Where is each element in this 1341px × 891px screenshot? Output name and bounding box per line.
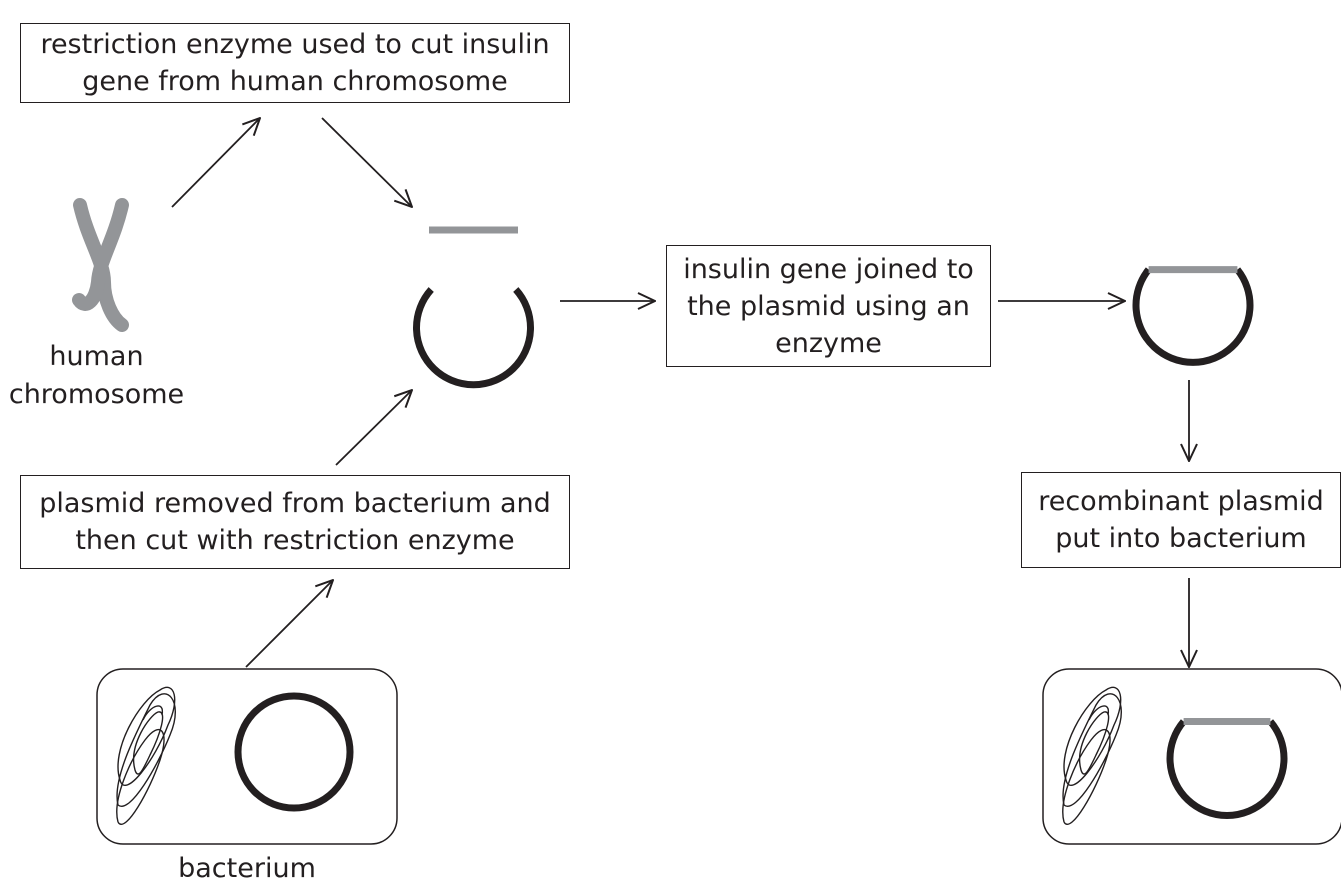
human-chromosome-label: human chromosome (0, 338, 193, 414)
recombinant-bacterial-chromosome-icon (1062, 686, 1122, 825)
bacterium-cell (96, 668, 398, 845)
insulin-joined-line-2: the plasmid using an (687, 290, 970, 322)
restriction-enzyme-box: restriction enzyme used to cut insulin g… (20, 23, 570, 103)
human-chromosome-icon (72, 198, 129, 332)
restriction-enzyme-line-2: gene from human chromosome (82, 66, 508, 97)
human-chromosome-label-line-1: human (49, 341, 144, 372)
bacterial-chromosome-icon (116, 686, 176, 825)
plasmid-removed-box: plasmid removed from bacterium and then … (20, 475, 570, 569)
insulin-joined-line-1: insulin gene joined to (683, 253, 974, 285)
insulin-joined-box: insulin gene joined to the plasmid using… (666, 245, 991, 367)
recombinant-line-2: put into bacterium (1055, 523, 1307, 554)
insulin-joined-line-3: enzyme (775, 327, 882, 359)
arrow-bacterium-to-plasmid-box (245, 580, 333, 668)
bacterium-label: bacterium (178, 853, 316, 884)
arrow-enzyme-to-gene (321, 117, 412, 207)
recombinant-bacterium-cell (1042, 668, 1341, 845)
cut-plasmid-icon (413, 287, 534, 389)
recombinant-plasmid-icon (1132, 266, 1254, 366)
plasmid-icon (234, 692, 354, 812)
recombinant-plasmid-box: recombinant plasmid put into bacterium (1021, 472, 1341, 568)
arrow-chromosome-to-enzyme (171, 118, 260, 208)
arrow-plasmid-box-to-cut-plasmid (335, 390, 412, 466)
human-chromosome-label-line-2: chromosome (8, 379, 185, 410)
recombinant-plasmid-in-bacterium-icon (1166, 718, 1288, 819)
restriction-enzyme-line-1: restriction enzyme used to cut insulin (40, 29, 550, 60)
recombinant-line-1: recombinant plasmid (1038, 486, 1324, 517)
plasmid-removed-line-1: plasmid removed from bacterium and (39, 488, 551, 519)
plasmid-removed-line-2: then cut with restriction enzyme (75, 525, 515, 556)
